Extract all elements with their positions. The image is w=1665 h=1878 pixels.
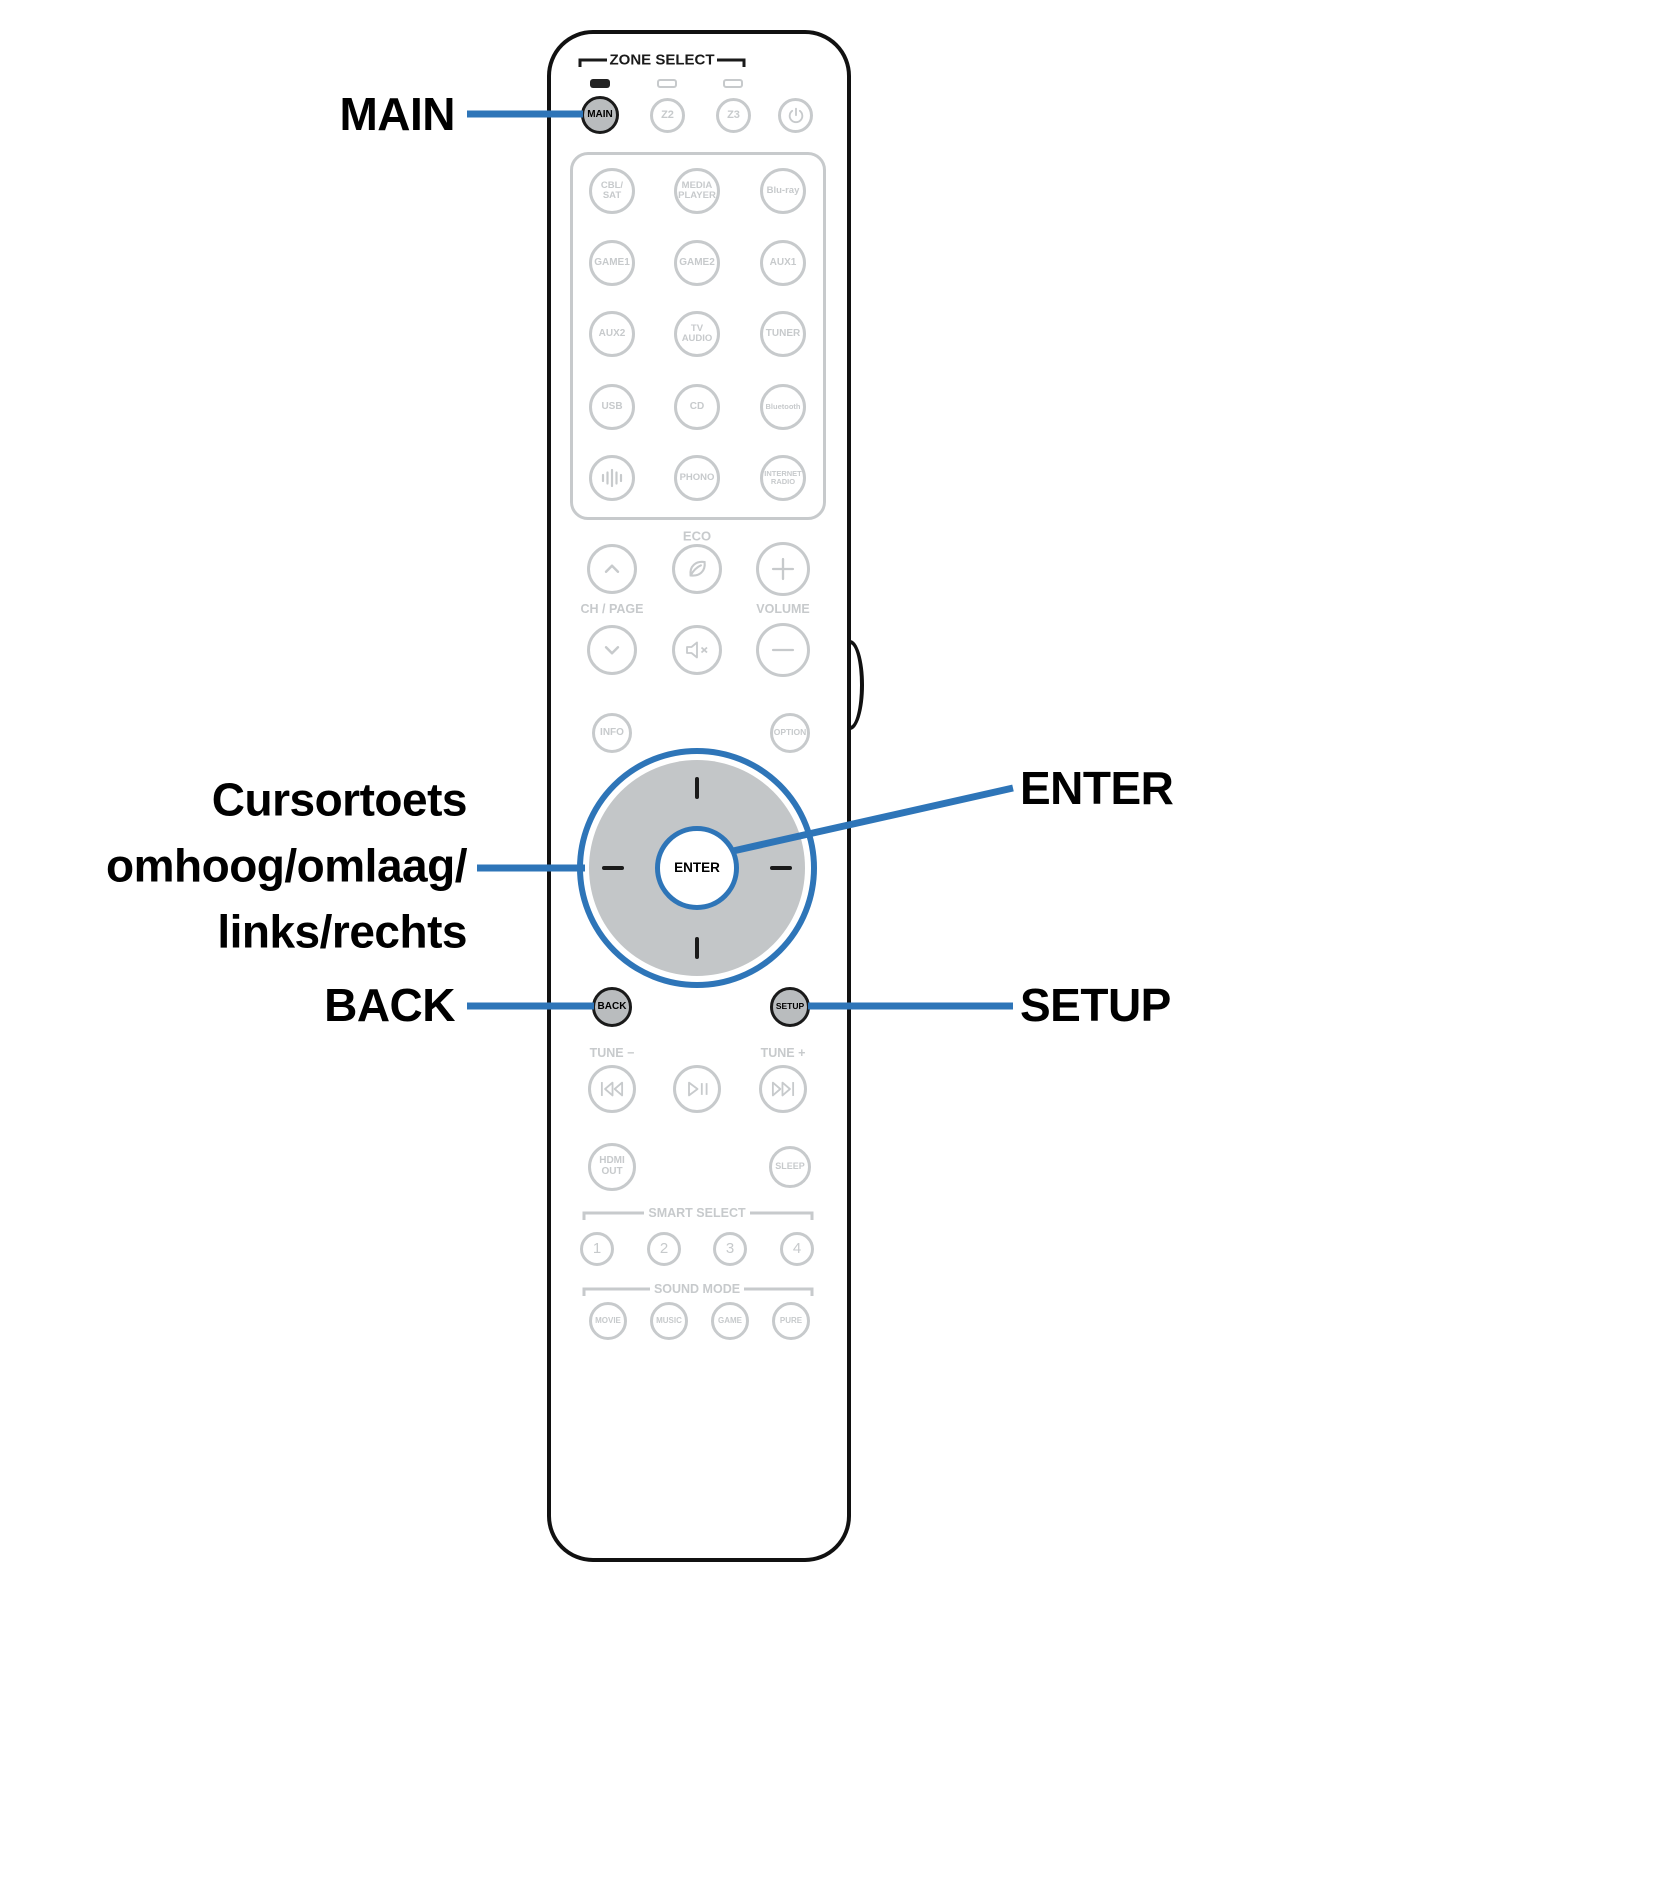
- chevron-down-icon: [604, 646, 620, 655]
- sound-mode-game-button: GAME: [711, 1302, 749, 1340]
- zone-select-label: ZONE SELECT: [609, 51, 715, 69]
- main-zone-button: MAIN: [581, 96, 619, 134]
- source-bluray-button: Blu-ray: [760, 168, 806, 214]
- source-game2-button: GAME2: [674, 240, 720, 286]
- chevron-up-icon: [604, 564, 620, 573]
- smart-select-2-button: 2: [647, 1232, 681, 1266]
- source-tuner-button: TUNER: [760, 311, 806, 357]
- callout-cursor: Cursortoets omhoog/omlaag/ links/rechts: [106, 773, 468, 959]
- setup-button: SETUP: [770, 987, 810, 1027]
- tune-plus-label: TUNE +: [760, 1046, 806, 1060]
- zone3-button: Z3: [716, 98, 751, 133]
- enter-button: ENTER: [655, 826, 739, 910]
- hdmi-out-button: HDMI OUT: [588, 1143, 636, 1191]
- power-icon: [788, 107, 803, 123]
- smart-select-4-button: 4: [780, 1232, 814, 1266]
- plus-icon: [771, 557, 795, 581]
- callout-back: BACK: [324, 979, 455, 1031]
- sleep-button: SLEEP: [769, 1146, 811, 1188]
- mute-button: [672, 625, 722, 675]
- audio-signal-icon: [601, 468, 623, 488]
- callout-setup: SETUP: [1020, 979, 1171, 1031]
- cursor-right-mark: [770, 866, 792, 870]
- sound-mode-label: SOUND MODE: [653, 1282, 741, 1296]
- skip-forward-icon: [771, 1081, 795, 1097]
- cursor-up-mark: [695, 777, 699, 799]
- channel-down-button: [587, 625, 637, 675]
- eco-button: [672, 544, 722, 594]
- zone2-indicator: [657, 79, 677, 88]
- zone2-button: Z2: [650, 98, 685, 133]
- play-pause-button: [673, 1065, 721, 1113]
- volume-label: VOLUME: [756, 602, 810, 616]
- volume-up-button: [756, 542, 810, 596]
- play-pause-icon: [688, 1081, 708, 1097]
- source-game1-button: GAME1: [589, 240, 635, 286]
- source-aux1-button: AUX1: [760, 240, 806, 286]
- source-internet-radio-button: INTERNET RADIO: [760, 455, 806, 501]
- sound-mode-pure-button: PURE: [772, 1302, 810, 1340]
- source-usb-button: USB: [589, 384, 635, 430]
- main-zone-indicator: [590, 79, 610, 88]
- power-button: [778, 98, 813, 133]
- cursor-down-mark: [695, 937, 699, 959]
- cursor-left-mark: [602, 866, 624, 870]
- source-buttons-panel: [570, 152, 826, 520]
- source-cbl-sat-button: CBL/ SAT: [589, 168, 635, 214]
- sound-mode-movie-button: MOVIE: [589, 1302, 627, 1340]
- mute-speaker-icon: [686, 641, 708, 659]
- smart-select-3-button: 3: [713, 1232, 747, 1266]
- source-aux2-button: AUX2: [589, 311, 635, 357]
- back-button: BACK: [592, 987, 632, 1027]
- ch-page-label: CH / PAGE: [580, 602, 644, 616]
- minus-icon: [771, 648, 795, 652]
- source-phono-button: PHONO: [674, 455, 720, 501]
- zone3-indicator: [723, 79, 743, 88]
- source-bluetooth-button: Bluetooth: [760, 384, 806, 430]
- callout-main: MAIN: [339, 88, 455, 140]
- tune-minus-label: TUNE −: [589, 1046, 635, 1060]
- source-tv-audio-button: TV AUDIO: [674, 311, 720, 357]
- skip-back-button: [588, 1065, 636, 1113]
- sound-mode-music-button: MUSIC: [650, 1302, 688, 1340]
- info-button: INFO: [592, 713, 632, 753]
- eco-leaf-icon: [689, 560, 706, 577]
- source-audio-signal-button: [589, 455, 635, 501]
- channel-up-button: [587, 544, 637, 594]
- option-button: OPTION: [770, 713, 810, 753]
- smart-select-1-button: 1: [580, 1232, 614, 1266]
- source-media-player-button: MEDIA PLAYER: [674, 168, 720, 214]
- eco-label: ECO: [682, 528, 712, 544]
- skip-forward-button: [759, 1065, 807, 1113]
- volume-down-button: [756, 623, 810, 677]
- source-cd-button: CD: [674, 384, 720, 430]
- smart-select-label: SMART SELECT: [648, 1206, 746, 1220]
- skip-back-icon: [600, 1081, 624, 1097]
- callout-enter: ENTER: [1020, 762, 1174, 814]
